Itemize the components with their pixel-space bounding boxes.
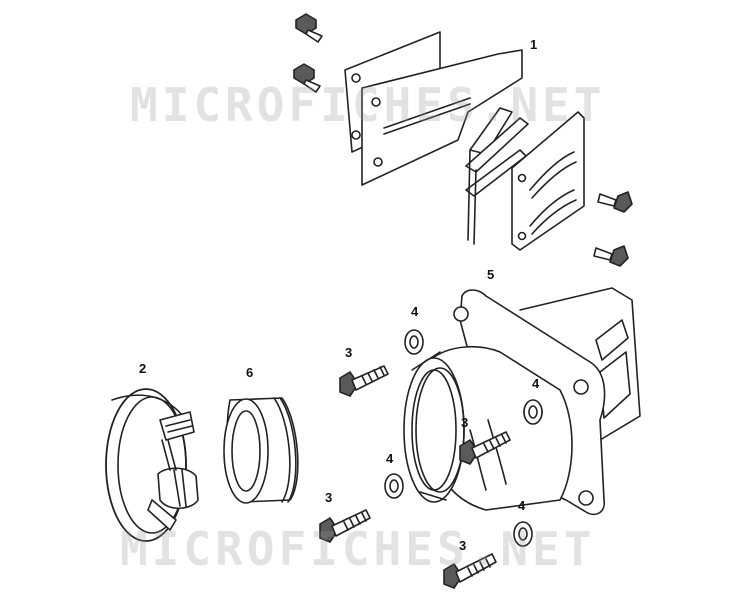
- reed-plate-screws: [293, 13, 633, 267]
- washer-icon: [513, 521, 533, 547]
- callout-label: 4: [386, 451, 394, 466]
- callout-label: 3: [325, 490, 333, 505]
- bolt-icon: [459, 431, 511, 465]
- reed-valve-assembly: [344, 31, 585, 251]
- callout-label: 3: [345, 345, 353, 360]
- bolt-icon: [443, 553, 497, 589]
- washer-icon: [523, 399, 543, 425]
- callout-label: 3: [459, 538, 467, 553]
- intake-manifold: [403, 287, 641, 516]
- callout-label: 4: [518, 498, 526, 513]
- watermark-bottom: MICROFICHES.NET: [120, 522, 596, 576]
- callout-label: 3: [461, 415, 469, 430]
- hose-clamp: [105, 388, 199, 542]
- bolts: [319, 365, 511, 589]
- callout-label: 1: [530, 37, 538, 52]
- washer-icon: [404, 329, 424, 355]
- small-screw-icon: [597, 191, 633, 213]
- rubber-sleeve: [223, 397, 299, 504]
- callout-label: 4: [532, 376, 540, 391]
- callout-label: 2: [139, 361, 147, 376]
- washers: [384, 329, 543, 547]
- small-screw-icon: [593, 245, 629, 267]
- small-screw-icon: [295, 13, 323, 43]
- callout-label: 4: [411, 304, 419, 319]
- watermark-top: MICROFICHES.NET: [130, 78, 606, 132]
- bolt-icon: [339, 365, 389, 397]
- bolt-icon: [319, 509, 371, 543]
- washer-icon: [384, 473, 404, 499]
- callout-label: 6: [246, 365, 254, 380]
- callout-label: 5: [487, 267, 495, 282]
- small-screw-icon: [293, 63, 321, 93]
